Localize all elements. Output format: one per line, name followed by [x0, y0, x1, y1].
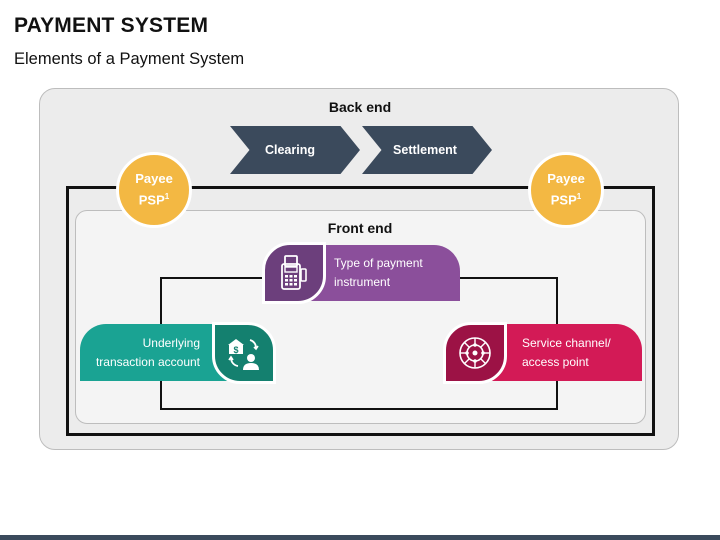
network-hub-icon [459, 337, 491, 369]
service-channel-line2: access point [522, 354, 589, 369]
settlement-chevron: Settlement [362, 126, 492, 174]
payment-instrument-line2: instrument [334, 275, 391, 289]
transaction-account-label-box: Underlying transaction account [80, 324, 230, 381]
frontend-label: Front end [327, 220, 393, 236]
page-title: PAYMENT SYSTEM [14, 14, 209, 37]
payee-psp-right: Payee PSP1 [528, 152, 604, 228]
clearing-label: Clearing [264, 143, 315, 157]
psp-right-line1: Payee [547, 171, 585, 187]
outer-connector-frame [66, 186, 655, 436]
psp-left-footnote: 1 [164, 192, 170, 202]
psp-right-line2: PSP1 [550, 192, 582, 208]
page-subtitle: Elements of a Payment System [14, 50, 245, 68]
card-terminal-icon [281, 255, 307, 290]
psp-left-line2: PSP1 [138, 192, 170, 208]
payee-psp-left: Payee PSP1 [116, 152, 192, 228]
bank-transfer-icon: $ [228, 339, 259, 370]
psp-left-line1: Payee [135, 171, 173, 187]
transaction-account-icon-leaf: $ [212, 322, 276, 384]
svg-text:$: $ [233, 345, 238, 355]
clearing-chevron: Clearing [230, 126, 360, 174]
transaction-account-line2: transaction account [95, 354, 200, 369]
service-channel-icon-leaf [443, 322, 507, 384]
footer-bar [0, 535, 720, 540]
psp-right-footnote: 1 [576, 192, 582, 202]
payment-instrument-line1: Type of payment [334, 256, 423, 270]
payment-instrument-icon-leaf [262, 242, 326, 304]
transaction-account-line1: Underlying [142, 335, 200, 350]
service-channel-line1: Service channel/ [522, 335, 611, 350]
service-channel-label-box: Service channel/ access point [480, 324, 642, 381]
settlement-label: Settlement [393, 143, 457, 157]
backend-label: Back end [328, 99, 392, 115]
